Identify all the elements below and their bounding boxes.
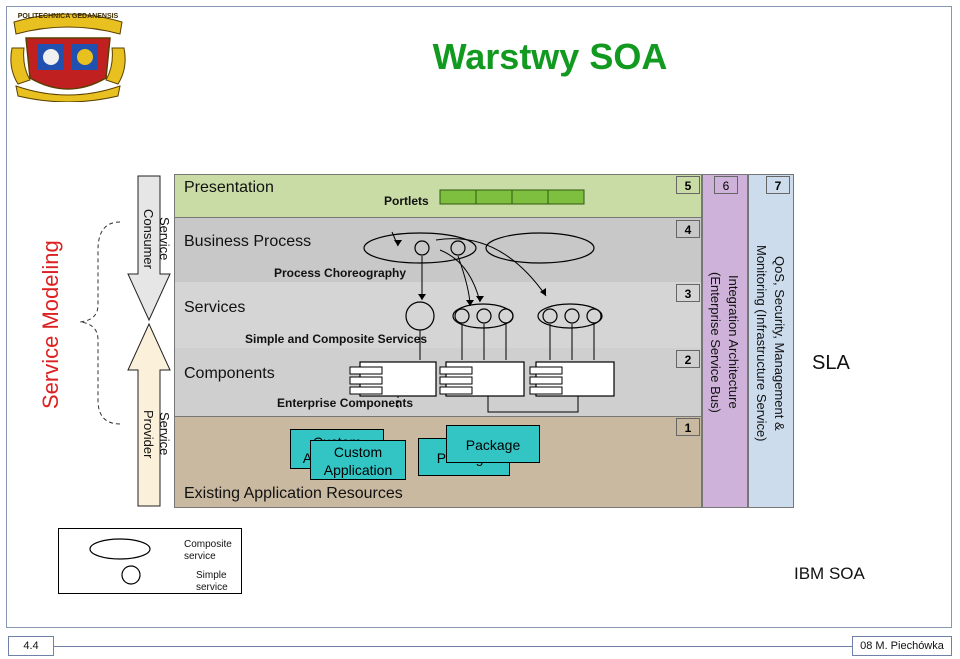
esb-column	[702, 174, 748, 508]
modeling-braces	[79, 221, 121, 425]
package-front: Package	[446, 425, 540, 463]
portlet-block	[511, 189, 549, 205]
provider-label: Service Provider	[141, 409, 172, 459]
label-existing: Existing Application Resources	[184, 485, 403, 502]
provider-arrow	[127, 322, 171, 507]
footer-rule	[54, 646, 852, 647]
legend-simple-label: Simple service	[196, 570, 228, 593]
slide-number: 4.4	[8, 636, 54, 656]
portlet-block	[547, 189, 585, 205]
author-footer: 08 M. Piechówka	[852, 636, 952, 656]
label-portlets: Portlets	[384, 194, 429, 208]
layer-number-1: 1	[676, 418, 700, 436]
layer-presentation	[174, 174, 702, 218]
layer-number-2: 2	[676, 350, 700, 368]
simple-service	[564, 308, 580, 324]
label-components: Components	[184, 365, 275, 382]
qos-label: QoS, Security, Management & Monitoring (…	[754, 244, 787, 442]
legend-box	[58, 528, 242, 594]
simple-service	[450, 240, 466, 256]
portlet-block	[439, 189, 477, 205]
label-simple-composite: Simple and Composite Services	[245, 332, 428, 346]
simple-service	[586, 308, 602, 324]
simple-service	[414, 240, 430, 256]
page-title: Warstwy SOA	[432, 36, 668, 77]
label-services: Services	[184, 299, 246, 316]
ibm-soa-label: IBM SOA	[794, 564, 865, 583]
portlet-block	[475, 189, 513, 205]
column-number-6: 6	[714, 176, 738, 194]
consumer-label: Service Consumer	[141, 209, 172, 269]
logo-text: POLITECHNICA GEDANENSIS	[17, 13, 119, 20]
simple-service	[405, 301, 435, 331]
column-number-7: 7	[766, 176, 790, 194]
layer-business-process	[174, 218, 702, 282]
legend-composite-shape	[89, 538, 151, 560]
esb-label: Integration Architecture (Enterprise Ser…	[708, 271, 741, 413]
consumer-arrow	[127, 175, 171, 322]
layer-number-3: 3	[676, 284, 700, 302]
simple-service	[542, 308, 558, 324]
composite-service	[537, 303, 603, 329]
legend-simple-shape	[121, 565, 141, 585]
layer-number-5: 5	[676, 176, 700, 194]
custom-application-front: Custom Application	[310, 440, 406, 480]
label-enterprise-components: Enterprise Components	[277, 396, 414, 410]
simple-service	[476, 308, 492, 324]
legend-composite-label: Composite service	[184, 539, 232, 562]
simple-service	[454, 308, 470, 324]
simple-service	[498, 308, 514, 324]
composite-service	[485, 232, 595, 264]
composite-service	[363, 232, 477, 264]
label-presentation: Presentation	[184, 179, 274, 196]
layer-services	[174, 282, 702, 348]
slide-frame	[6, 6, 952, 628]
layer-number-4: 4	[676, 220, 700, 238]
label-choreography: Process Choreography	[274, 266, 407, 280]
university-logo	[8, 8, 128, 103]
label-business-process: Business Process	[184, 233, 312, 250]
qos-column	[748, 174, 794, 508]
sla-label: SLA	[812, 352, 850, 374]
